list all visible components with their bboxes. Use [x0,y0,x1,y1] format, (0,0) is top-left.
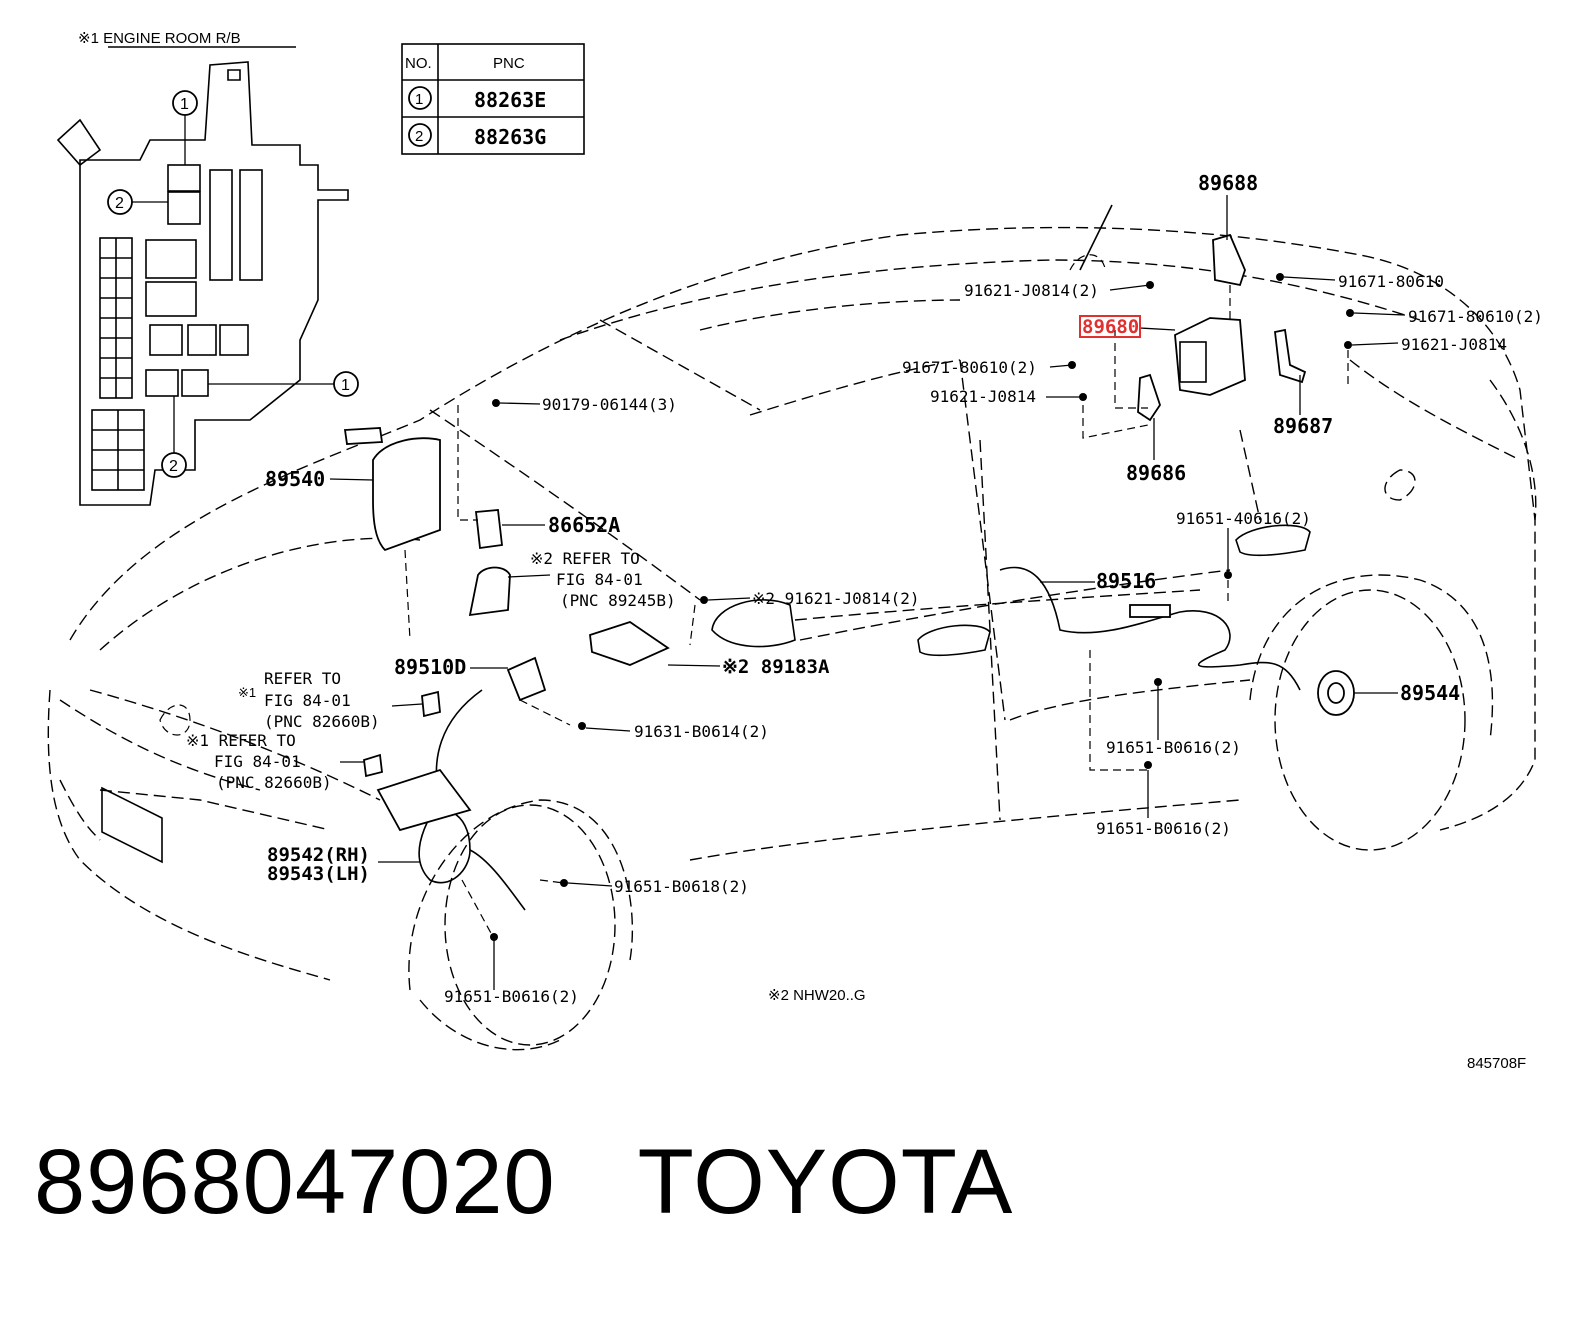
svg-text:2: 2 [169,458,178,475]
label-91671-80610: 91671-80610 [1338,272,1444,291]
label-refer2-a: REFER TO [264,669,341,688]
label-91621-j0814-right: 91621-J0814 [1401,335,1507,354]
label-89544: 89544 [1400,681,1460,705]
label-91621-j0814-mid: 91621-J0814 [930,387,1036,406]
engine-room-inset: ※1 ENGINE ROOM R/B [56,30,359,506]
pnc-table: NO. PNC 1 88263E 2 88263G [401,43,585,155]
label-89542: 89542(RH) [267,844,370,866]
svg-text:1: 1 [180,96,189,113]
label-refer2-b: FIG 84-01 [264,691,351,710]
label-90179-06144: 90179-06144(3) [542,395,677,414]
table-header-pnc: PNC [493,55,525,72]
label-91671-80610-2-mid: 91671-80610(2) [902,358,1037,377]
label-refer1-c: (PNC 89245B) [560,591,676,610]
car-body [47,204,1537,1051]
label-89516: 89516 [1096,569,1156,593]
label-91651-b0616-2-b: 91651-B0616(2) [1096,819,1231,838]
label-refer3-b: FIG 84-01 [214,752,301,771]
table-row-1-no: 1 [415,91,423,108]
label-91671-80610-2-right: 91671-80610(2) [1408,307,1543,326]
table-row-1-pnc: 88263E [474,88,546,112]
svg-text:1: 1 [341,377,350,394]
label-91651-b0618: 91651-B0618(2) [614,877,749,896]
brand-name: TOYOTA [637,1131,1014,1233]
label-refer1-b: FIG 84-01 [556,570,643,589]
label-refer1-a: ※2 REFER TO [530,549,640,568]
label-91631-b0614: 91631-B0614(2) [634,722,769,741]
part-labels: 89688 91671-80610 91621-J0814(2) 89680 9… [186,171,1543,1072]
parts-shapes [343,233,1355,941]
table-row-2-no: 2 [415,128,423,145]
label-91651-b0616-2-a: 91651-B0616(2) [1106,738,1241,757]
part-number: 8968047020 [34,1131,556,1233]
label-refer3-c: (PNC 82660B) [216,773,332,792]
label-note-nhw20: ※2 NHW20..G [768,987,866,1004]
label-refer3-a: ※1 REFER TO [186,731,296,750]
label-91621-j0814-2-lower: ※2 91621-J0814(2) [752,589,920,608]
label-refer2-c: (PNC 82660B) [264,712,380,731]
label-89686: 89686 [1126,461,1186,485]
label-91651-40616: 91651-40616(2) [1176,509,1311,528]
highlight-box-89680 [1079,315,1141,338]
label-86652a: 86652A [548,513,620,537]
product-caption: 8968047020 TOYOTA [34,1130,1095,1235]
table-header-no: NO. [405,55,432,72]
label-89543: 89543(LH) [267,863,370,885]
leader-lines [329,195,1406,990]
label-91651-b0616-2-c: 91651-B0616(2) [444,987,579,1006]
figure-id: 845708F [1467,1055,1526,1072]
label-91621-j0814-2-top: 91621-J0814(2) [964,281,1099,300]
inset-title: ※1 ENGINE ROOM R/B [78,30,241,47]
label-89183a: ※2 89183A [722,656,830,678]
label-89687: 89687 [1273,414,1333,438]
label-refer2-star: ※1 [238,685,256,700]
label-89688: 89688 [1198,171,1258,195]
label-89680: 89680 [1082,316,1139,338]
label-89540: 89540 [265,467,325,491]
svg-text:2: 2 [115,195,124,212]
label-89510d: 89510D [394,655,466,679]
table-row-2-pnc: 88263G [474,125,546,149]
